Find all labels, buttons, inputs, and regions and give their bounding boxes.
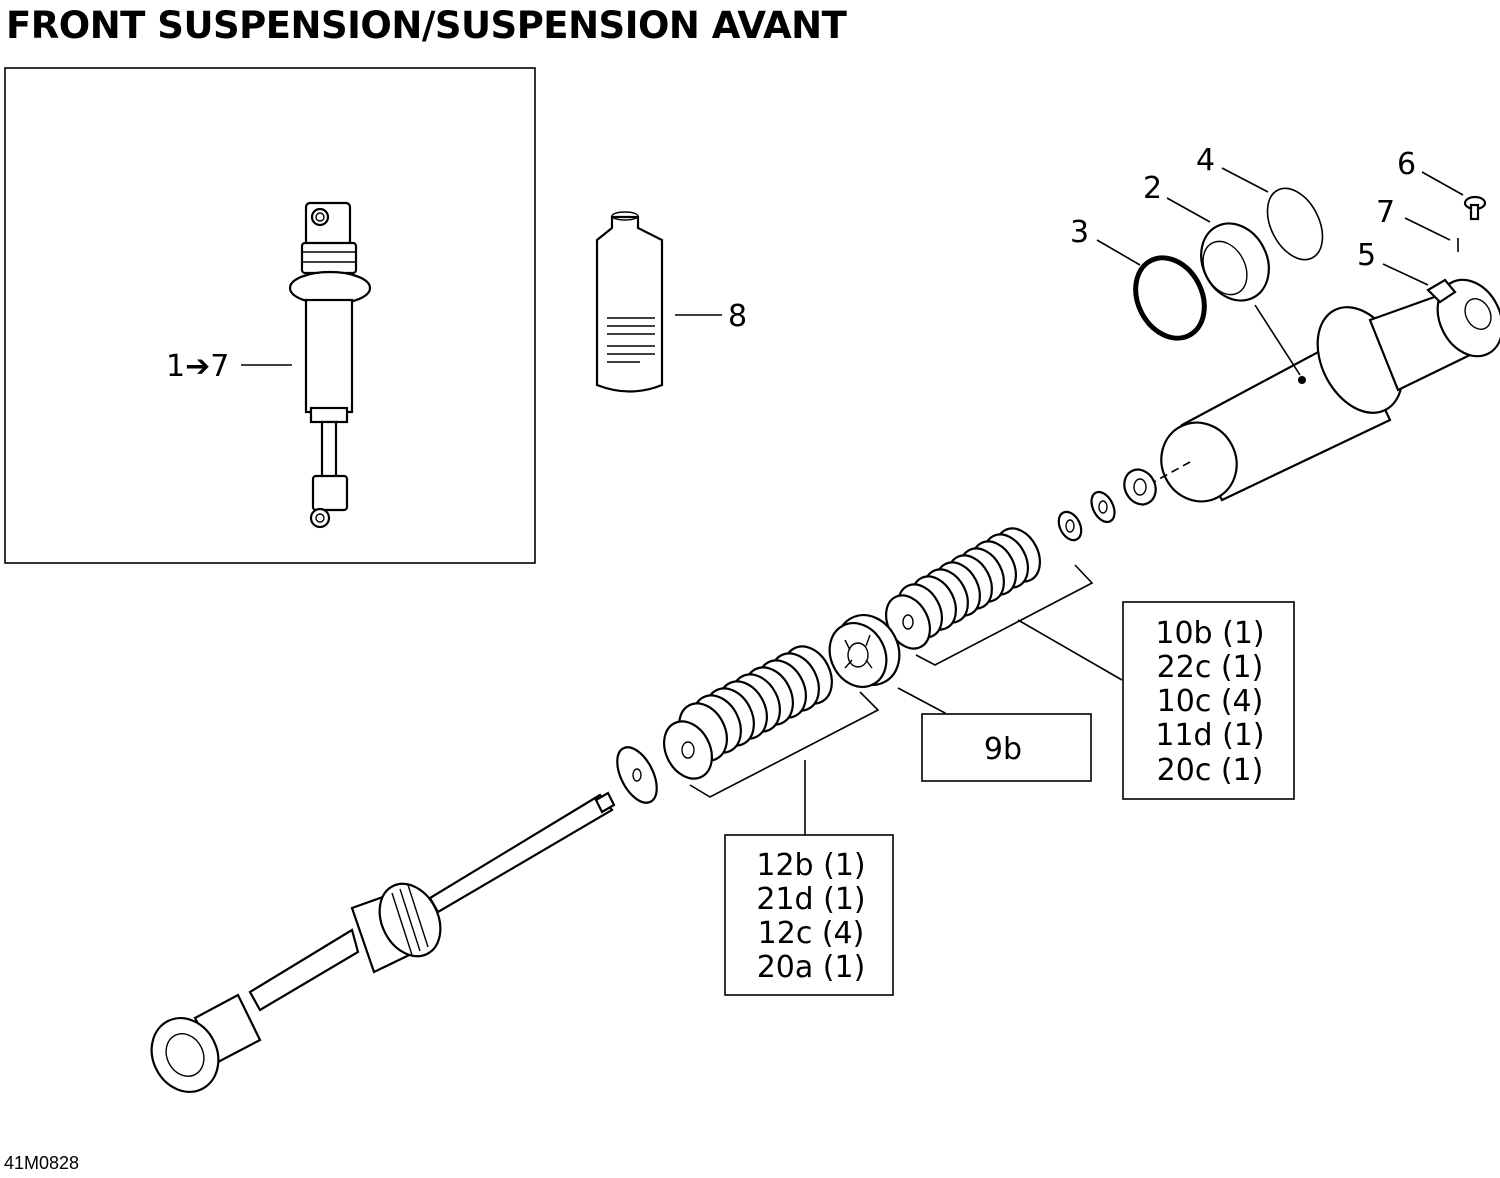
- assembly-inset-frame: [4, 67, 536, 564]
- box-10b-line-4: 11d (1): [1155, 718, 1264, 753]
- callout-6: 6: [1397, 147, 1416, 182]
- lower-shim-stack-illustration: [663, 645, 833, 780]
- piston-9b-illustration: [828, 614, 901, 688]
- callout-2: 2: [1143, 171, 1162, 206]
- callout-box-10b: [1122, 601, 1295, 800]
- box-10b-line-2: 22c (1): [1157, 650, 1264, 685]
- box-12b-line-3: 12c (4): [758, 916, 865, 951]
- part-2-bearing-illustration: [1200, 222, 1270, 302]
- page-title: FRONT SUSPENSION/SUSPENSION AVANT: [6, 4, 847, 47]
- callout-7: 7: [1376, 195, 1395, 230]
- bottom-washer-illustration: [616, 746, 658, 804]
- callout-5: 5: [1357, 238, 1376, 273]
- shaft-assembly-illustration: [150, 791, 616, 1093]
- oil-bottle-illustration: [595, 211, 664, 393]
- callout-box-12b: [724, 834, 894, 996]
- box-12b-line-4: 20a (1): [757, 950, 866, 985]
- box-12b-line-2: 21d (1): [756, 882, 865, 917]
- box-9b-line-1: 9b: [984, 732, 1022, 767]
- part-3-o-ring-illustration: [1133, 255, 1207, 341]
- rod-nut-illustration: [1057, 468, 1157, 542]
- callout-assembly: 1➔7: [166, 349, 229, 384]
- drawing-code: 41M0828: [4, 1153, 80, 1173]
- part-4-disc-illustration: [1266, 187, 1324, 261]
- callout-4: 4: [1196, 143, 1215, 178]
- box-10b-line-3: 10c (4): [1157, 684, 1264, 719]
- callout-3: 3: [1070, 215, 1089, 250]
- shock-body-illustration: [1160, 278, 1500, 503]
- box-10b-line-5: 20c (1): [1157, 753, 1264, 788]
- callout-box-9b: [921, 713, 1092, 782]
- upper-shim-stack-illustration: [885, 527, 1041, 650]
- box-12b-line-1: 12b (1): [756, 848, 865, 883]
- shock-assembly-illustration: [288, 201, 372, 529]
- part-6-screw-illustration: [1463, 195, 1487, 221]
- box-10b-line-1: 10b (1): [1155, 616, 1264, 651]
- callout-8: 8: [728, 299, 747, 334]
